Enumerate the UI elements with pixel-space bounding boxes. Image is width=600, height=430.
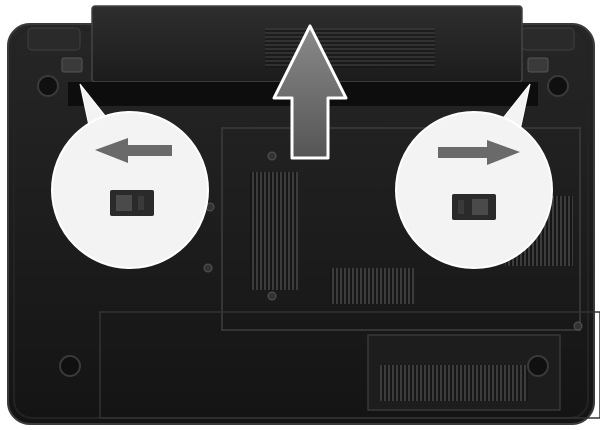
latch-left (62, 58, 82, 72)
rubber-foot-icon (60, 356, 80, 376)
rubber-foot-icon (528, 356, 548, 376)
screw-icon (574, 322, 582, 330)
rubber-foot-icon (548, 76, 568, 96)
callout-circle-right (396, 112, 552, 268)
screw-icon (268, 152, 276, 160)
screw-icon (268, 292, 276, 300)
latch-right (528, 58, 548, 72)
latch-notch-left (138, 196, 144, 210)
vent-center (330, 268, 414, 304)
latch-notch-right (458, 200, 464, 214)
hinge-right (522, 28, 574, 50)
rubber-foot-icon (38, 76, 58, 96)
vent-bottom (380, 365, 528, 401)
vent-tall-left (250, 172, 298, 290)
latch-slider-left (116, 195, 132, 211)
hinge-left (28, 28, 80, 50)
screw-icon (204, 264, 212, 272)
latch-slider-right (472, 199, 488, 215)
